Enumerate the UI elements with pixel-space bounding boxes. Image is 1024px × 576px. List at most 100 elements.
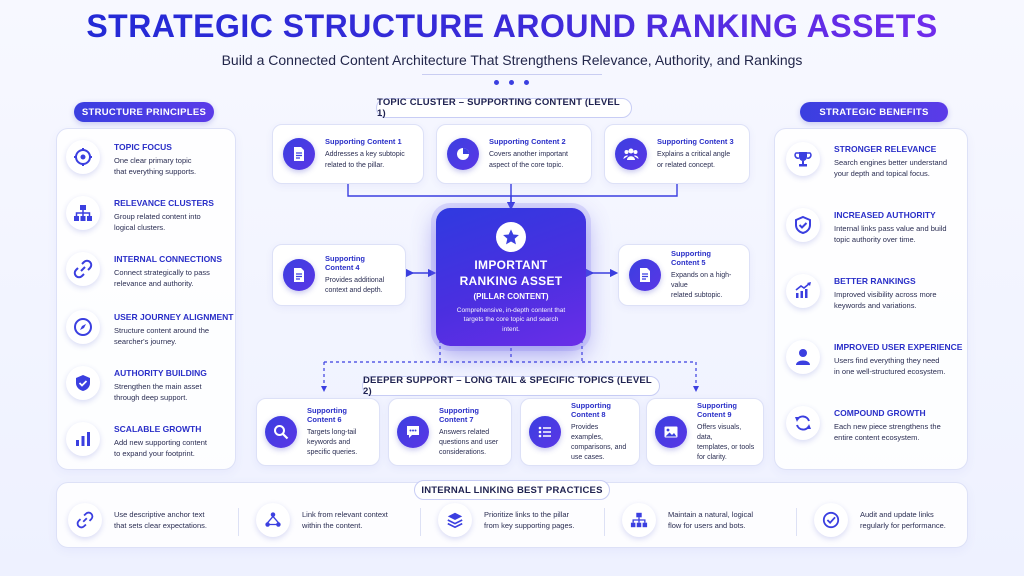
card-desc: Offers visuals, data, (697, 423, 742, 441)
card-desc: Provides examples, (571, 423, 603, 441)
benefit-desc: topic authority over time. (834, 234, 916, 244)
best-practice-desc: that sets clear expectations. (114, 521, 207, 530)
card-title: Supporting Content 1 (325, 137, 402, 147)
hierarchy-icon (622, 503, 656, 537)
principle-title: USER JOURNEY ALIGNMENT (114, 312, 234, 322)
pillar-content-card[interactable]: IMPORTANT RANKING ASSET (PILLAR CONTENT)… (436, 208, 586, 346)
principle-desc: that everything supports. (114, 166, 197, 176)
document-icon (283, 138, 315, 170)
benefit-desc: Internal links pass value and build (834, 224, 947, 233)
principle-title: SCALABLE GROWTH (114, 424, 202, 434)
benefit-title: INCREASED AUTHORITY (834, 210, 936, 220)
list-icon (529, 416, 561, 448)
structure-principles-label: STRUCTURE PRINCIPLES (74, 102, 214, 122)
card-desc: use cases. (571, 454, 605, 462)
card-desc: questions and user (439, 438, 499, 446)
benefit-desc: keywords and variations. (834, 300, 917, 310)
card-desc: keywords and (307, 438, 351, 446)
principle-desc: logical clusters. (114, 222, 166, 232)
benefit-desc: Each new piece strengthens the (834, 422, 941, 431)
principle-desc: relevance and authority. (114, 278, 194, 288)
card-desc: Addresses a key subtopic (325, 151, 405, 159)
principle-title: AUTHORITY BUILDING (114, 368, 207, 378)
card-title: Supporting Content 3 (657, 137, 734, 147)
card-title: Supporting Content 2 (489, 137, 566, 147)
benefit-item: BETTER RANKINGS Improved visibility acro… (786, 274, 937, 312)
card-desc: templates, or tools (697, 444, 755, 451)
supporting-content-card[interactable]: Supporting Content 2 Covers another impo… (436, 124, 592, 184)
pillar-title-line: IMPORTANT (474, 258, 548, 272)
best-practice-desc: Maintain a natural, logical (668, 509, 754, 519)
user-icon (786, 340, 820, 374)
best-practice-desc: Link from relevant context (302, 509, 388, 519)
level2-label: DEEPER SUPPORT – LONG TAIL & SPECIFIC TO… (362, 375, 660, 397)
card-desc: for clarity. (697, 454, 727, 462)
card-desc: Expands on a high-value (671, 271, 732, 289)
card-title: Supporting Content 6 (307, 405, 347, 424)
best-practice-desc: Use descriptive anchor text (114, 509, 205, 519)
benefit-desc: in one well-structured ecosystem. (834, 366, 946, 376)
chat-icon (397, 416, 429, 448)
supporting-content-card[interactable]: Supporting Content 8 Provides examples,c… (520, 398, 640, 466)
card-desc: Covers another important (489, 151, 568, 159)
benefit-desc: Improved visibility across more (834, 290, 937, 299)
benefit-title: STRONGER RELEVANCE (834, 144, 937, 154)
divider (238, 508, 239, 536)
pillar-subtitle: (PILLAR CONTENT) (473, 292, 549, 301)
target-icon (66, 140, 100, 174)
pillar-desc: Comprehensive, in-depth content that tar… (456, 307, 566, 333)
layers-icon (438, 503, 472, 537)
card-title: Supporting Content 9 (697, 400, 737, 419)
principle-title: INTERNAL CONNECTIONS (114, 254, 222, 264)
divider (420, 508, 421, 536)
divider (604, 508, 605, 536)
principle-desc: to expand your footprint. (114, 448, 195, 458)
link-icon (68, 503, 102, 537)
benefit-desc: Users find everything they need (834, 356, 940, 365)
card-desc: specific queries. (307, 449, 358, 457)
supporting-content-card[interactable]: Supporting Content 1 Addresses a key sub… (272, 124, 424, 184)
best-practice-desc: within the content. (302, 521, 363, 530)
card-desc: context and depth. (325, 287, 383, 294)
best-practice-item: Link from relevant context within the con… (256, 503, 388, 537)
image-icon (655, 416, 687, 448)
supporting-content-card[interactable]: Supporting Content 3 Explains a critical… (604, 124, 750, 184)
principle-desc: through deep support. (114, 392, 188, 402)
supporting-content-card[interactable]: Supporting Content 9 Offers visuals, dat… (646, 398, 764, 466)
users-icon (615, 138, 647, 170)
bar-chart-icon (66, 422, 100, 456)
benefit-item: COMPOUND GROWTH Each new piece strengthe… (786, 406, 941, 444)
benefit-item: IMPROVED USER EXPERIENCE Users find ever… (786, 340, 962, 378)
card-desc: Explains a critical angle (657, 151, 731, 159)
trophy-icon (786, 142, 820, 176)
supporting-content-card[interactable]: Supporting Content 4 Provides additional… (272, 244, 406, 306)
link-icon (66, 252, 100, 286)
best-practice-item: Use descriptive anchor text that sets cle… (68, 503, 207, 537)
principle-desc: Add new supporting content (114, 438, 207, 447)
supporting-content-card[interactable]: Supporting Content 6 Targets long-tail ke… (256, 398, 380, 466)
compass-icon (66, 310, 100, 344)
benefit-title: BETTER RANKINGS (834, 276, 916, 286)
card-desc: Answers related (439, 428, 490, 436)
divider (796, 508, 797, 536)
hierarchy-icon (66, 196, 100, 230)
card-desc: considerations. (439, 449, 487, 457)
principle-desc: One clear primary topic (114, 156, 192, 165)
principle-title: RELEVANCE CLUSTERS (114, 198, 214, 208)
card-desc: related to the pillar. (325, 161, 385, 169)
principle-desc: Structure content around the (114, 326, 210, 335)
benefit-desc: entire content ecosystem. (834, 432, 920, 442)
card-desc: Targets long-tail (307, 428, 357, 436)
principle-item: RELEVANCE CLUSTERS Group related content… (66, 196, 214, 234)
supporting-content-card[interactable]: Supporting Content 5 Expands on a high-v… (618, 244, 750, 306)
subtitle-divider (422, 74, 602, 75)
card-desc: Provides additional (325, 276, 385, 284)
star-icon (496, 222, 526, 252)
benefit-desc: your depth and topical focus. (834, 168, 930, 178)
